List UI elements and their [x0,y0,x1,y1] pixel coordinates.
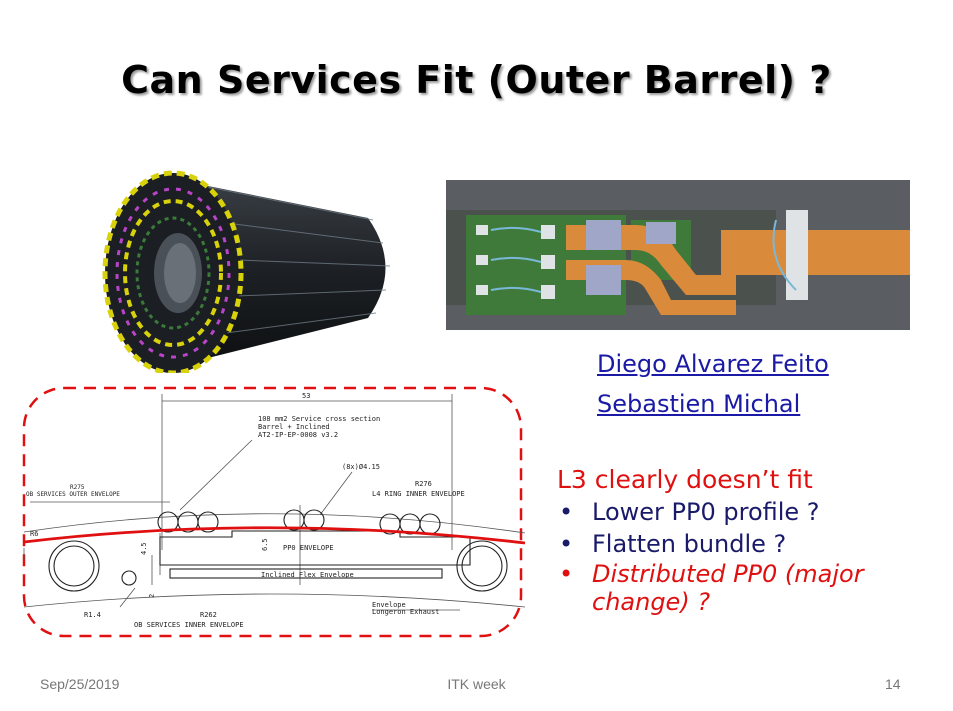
slide-title: Can Services Fit (Outer Barrel) ? [121,58,832,102]
dim-4-5: 4.5 [140,542,148,555]
note-line-1: 108 mm2 Service cross section [258,415,380,423]
pp0-cad-image [446,180,910,330]
dim-2: 2 [148,594,156,598]
bullet-text-2: Flatten bundle ? [592,530,787,558]
ob-inner-label: OB SERVICES INNER ENVELOPE [134,621,244,629]
dim-6-5: 6.5 [261,538,269,551]
r14-label: R1.4 [84,611,101,619]
longeron-label: Longeron Exhaust [372,608,439,616]
l4-ring-label: L4 RING INNER ENVELOPE [372,490,465,498]
dim-53: 53 [302,392,310,400]
bullet-dot-icon: • [559,498,574,526]
bullet-item-3: • Distributed PP0 (major change) ? [557,560,947,616]
note-line-3: AT2-IP-EP-0008 v3.2 [258,431,338,439]
bullet-text-3: Distributed PP0 (major change) ? [592,560,864,616]
author-link-2[interactable]: Sebastien Michal [597,390,801,418]
footer-date: Sep/25/2019 [40,676,120,692]
r276-label: R276 [415,480,432,488]
highlight-box [22,386,523,638]
ob-outer-label: OB SERVICES OUTER ENVELOPE [26,491,120,498]
bullet-dot-icon: • [559,530,574,558]
envelope-label: Envelope [372,601,406,609]
r262-label: R262 [200,611,217,619]
bullet-item-2: • Flatten bundle ? [557,528,947,560]
r275-label: R275 [70,484,85,491]
barrel-render-image [102,170,391,373]
bullet-item-1: • Lower PP0 profile ? [557,496,947,528]
footer-event: ITK week [447,676,506,692]
bullet-text-1: Lower PP0 profile ? [592,498,820,526]
note-line-2: Barrel + Inclined [258,423,330,431]
r6-label: R6 [30,530,38,538]
inclined-flex-label: Inclined Flex Envelope [261,571,354,579]
cross-section-drawing: 53 108 mm2 Service cross section Barrel … [22,386,525,638]
bullet-list: L3 clearly doesn’t fit • Lower PP0 profi… [557,465,947,616]
bullet-dot-icon: • [559,560,574,588]
bullet-heading: L3 clearly doesn’t fit [557,465,813,494]
author-link-1[interactable]: Diego Alvarez Feito [597,350,829,378]
hole-label: (8x)Ø4.15 [342,463,380,471]
page-number: 14 [885,676,901,692]
pp0-envelope-label: PP0 ENVELOPE [283,544,334,552]
